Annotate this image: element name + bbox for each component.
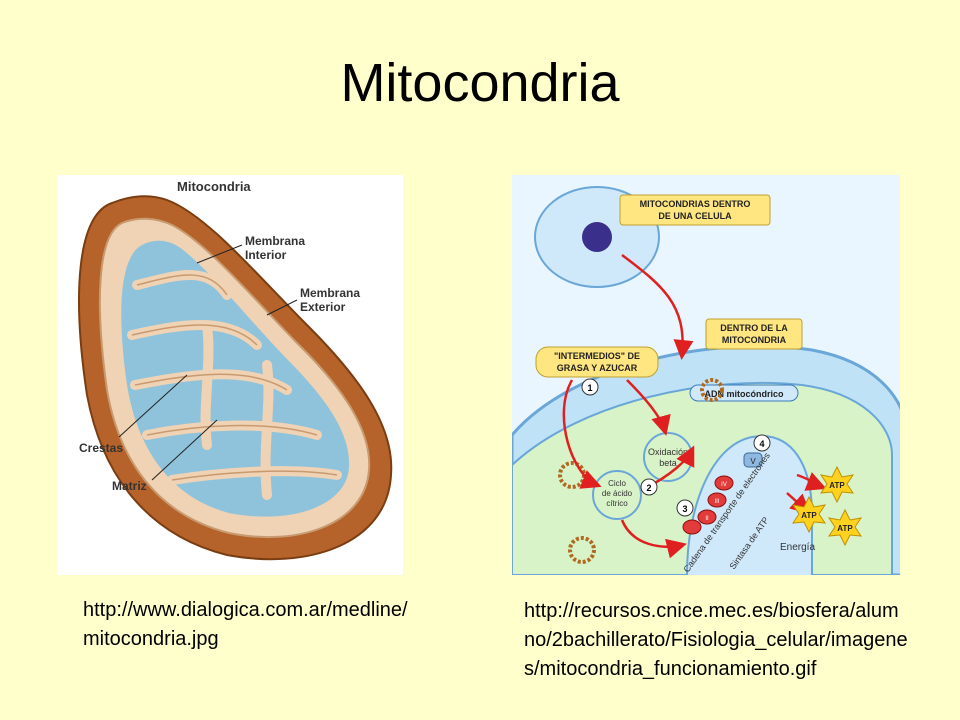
- box-cell-line1: MITOCONDRIAS DENTRO: [640, 199, 751, 209]
- atp-label-1: ATP: [829, 481, 845, 490]
- step-1-label: 1: [587, 383, 592, 393]
- atp-synthase: [743, 452, 763, 468]
- box-mito-label: [705, 318, 803, 350]
- cycle-line1: Ciclo: [608, 479, 626, 488]
- box-cell-line2: DE UNA CELULA: [658, 211, 732, 221]
- box-mito-line2: MITOCONDRIA: [722, 335, 787, 345]
- step-4-label: 4: [759, 439, 764, 449]
- atp-stars: [791, 465, 863, 547]
- atp-label-2: ATP: [801, 511, 817, 520]
- box-fat-line2: GRASA Y AZUCAR: [557, 363, 638, 373]
- inner-membrane-label-line2: Interior: [245, 248, 287, 262]
- cristae-label: Crestas: [79, 441, 123, 455]
- diagram-heading: Mitocondria: [177, 179, 251, 194]
- box-fat-line1: "INTERMEDIOS" DE: [554, 351, 640, 361]
- matrix-label: Matriz: [112, 479, 147, 493]
- inner-membrane-label-line1: Membrana: [245, 234, 305, 248]
- beta-line1: Oxidación: [648, 447, 688, 457]
- step-markers: [581, 378, 771, 517]
- cycle-line2: de ácido: [602, 489, 633, 498]
- dna-label: ADN mitocóndrico: [704, 389, 784, 399]
- slide-title: Mitocondria: [340, 53, 620, 113]
- cycle-line3: cítrico: [606, 499, 628, 508]
- mitochondrion-svg: Mitocondria Membrana Interior Membrana E…: [78, 179, 393, 561]
- box-fat-sugar-label: [535, 346, 659, 378]
- mitochondrion-function-diagram: MITOCONDRIAS DENTRO DE UNA CELULA DENTRO…: [512, 175, 900, 575]
- box-mito-line1: DENTRO DE LA: [720, 323, 788, 333]
- outer-membrane-label-line2: Exterior: [300, 300, 346, 314]
- step-3-label: 3: [682, 504, 687, 514]
- box-cell-label: [619, 194, 771, 226]
- complex-iii-label: III: [714, 499, 719, 505]
- electron-transport-complexes: [682, 475, 734, 535]
- step-2-label: 2: [646, 483, 651, 493]
- complex-iv-label: IV: [721, 482, 727, 488]
- atp-label-3: ATP: [837, 524, 853, 533]
- dna-label-box: [689, 384, 799, 402]
- energy-label: Energía: [780, 542, 815, 553]
- complex-v-label: V: [750, 457, 756, 466]
- beta-line2: beta: [659, 458, 677, 468]
- label-leader-lines: [118, 244, 298, 481]
- function-svg: MITOCONDRIAS DENTRO DE UNA CELULA DENTRO…: [512, 186, 900, 575]
- cell-nucleus: [582, 222, 612, 252]
- mitochondrion-illustration: Mitocondria Membrana Interior Membrana E…: [57, 175, 403, 575]
- citric-cycle-circle: [592, 470, 642, 520]
- outer-membrane-label-line1: Membrana: [300, 286, 360, 300]
- right-source-url: http://recursos.cnice.mec.es/biosfera/al…: [524, 600, 908, 680]
- left-source-url: http://www.dialogica.com.ar/medline/mito…: [83, 599, 408, 650]
- complex-ii-label: II: [705, 516, 709, 522]
